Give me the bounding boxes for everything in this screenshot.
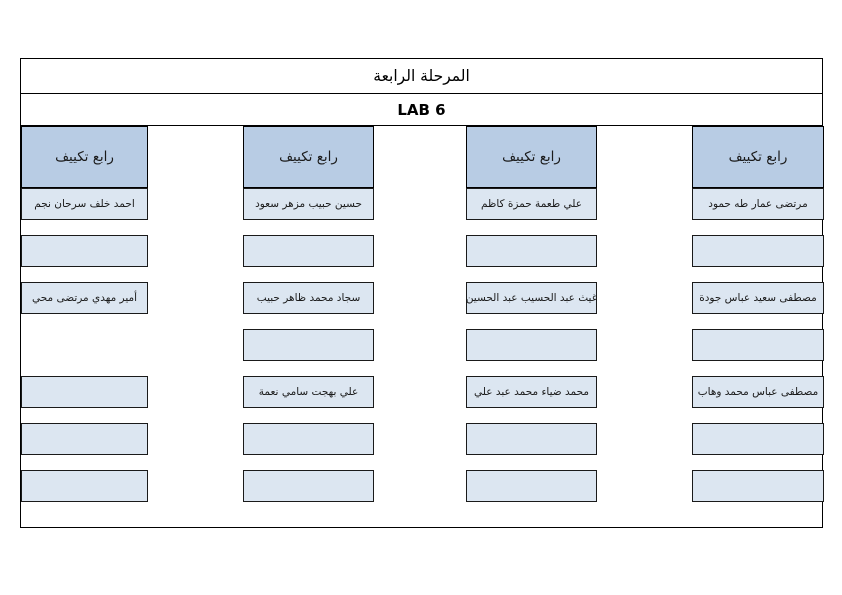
- row-spacer: [466, 314, 597, 329]
- row-spacer: [692, 455, 824, 470]
- empty-cell[interactable]: [466, 423, 597, 455]
- empty-cell[interactable]: [21, 376, 148, 408]
- row-spacer: [692, 408, 824, 423]
- student-name-cell[interactable]: علي بهجت سامي نعمة: [243, 376, 374, 408]
- row-spacer: [243, 408, 374, 423]
- empty-cell[interactable]: [692, 235, 824, 267]
- empty-cell[interactable]: [466, 470, 597, 502]
- row-spacer: [692, 361, 824, 376]
- page-title-stage: المرحلة الرابعة: [21, 59, 822, 94]
- row-spacer: [243, 314, 374, 329]
- row-spacer: [466, 408, 597, 423]
- student-name-cell[interactable]: احمد خلف سرحان نجم: [21, 188, 148, 220]
- empty-cell[interactable]: [243, 329, 374, 361]
- row-spacer: [466, 455, 597, 470]
- absent-cell: [21, 329, 148, 361]
- row-spacer: [243, 455, 374, 470]
- row-spacer: [21, 220, 148, 235]
- row-spacer: [692, 220, 824, 235]
- row-spacer: [243, 220, 374, 235]
- page-title-lab: LAB 6: [21, 94, 822, 126]
- row-spacer: [466, 267, 597, 282]
- row-spacer: [21, 361, 148, 376]
- column-header-1: رابع تكييف: [466, 126, 597, 188]
- empty-cell[interactable]: [692, 329, 824, 361]
- row-spacer: [243, 361, 374, 376]
- student-name-cell[interactable]: أمير مهدي مرتضى محي: [21, 282, 148, 314]
- column-header-0: رابع تكييف: [692, 126, 824, 188]
- row-spacer: [21, 267, 148, 282]
- empty-cell[interactable]: [466, 235, 597, 267]
- student-name-cell[interactable]: محمد ضياء محمد عبد علي: [466, 376, 597, 408]
- empty-cell[interactable]: [21, 470, 148, 502]
- row-spacer: [21, 314, 148, 329]
- row-spacer: [243, 267, 374, 282]
- column-header-3: رابع تكييف: [21, 126, 148, 188]
- empty-cell[interactable]: [21, 423, 148, 455]
- empty-cell[interactable]: [243, 423, 374, 455]
- student-name-cell[interactable]: علي طعمة حمزة كاظم: [466, 188, 597, 220]
- student-name-cell[interactable]: غيث عبد الحسيب عبد الحسين: [466, 282, 597, 314]
- empty-cell[interactable]: [243, 235, 374, 267]
- row-spacer: [466, 220, 597, 235]
- column-header-2: رابع تكييف: [243, 126, 374, 188]
- row-spacer: [21, 455, 148, 470]
- page-title-lab-text: LAB 6: [397, 100, 446, 119]
- row-spacer: [466, 361, 597, 376]
- empty-cell[interactable]: [243, 470, 374, 502]
- page-title-stage-text: المرحلة الرابعة: [373, 67, 470, 85]
- student-name-cell[interactable]: مرتضى عمار طه حمود: [692, 188, 824, 220]
- empty-cell[interactable]: [466, 329, 597, 361]
- empty-cell[interactable]: [692, 423, 824, 455]
- row-spacer: [21, 408, 148, 423]
- student-name-cell[interactable]: حسين حبيب مزهر سعود: [243, 188, 374, 220]
- student-name-cell[interactable]: مصطفى سعيد عباس جودة: [692, 282, 824, 314]
- student-name-cell[interactable]: مصطفى عباس محمد وهاب: [692, 376, 824, 408]
- row-spacer: [692, 314, 824, 329]
- student-name-cell[interactable]: سجاد محمد ظاهر حبيب: [243, 282, 374, 314]
- empty-cell[interactable]: [21, 235, 148, 267]
- empty-cell[interactable]: [692, 470, 824, 502]
- row-spacer: [692, 267, 824, 282]
